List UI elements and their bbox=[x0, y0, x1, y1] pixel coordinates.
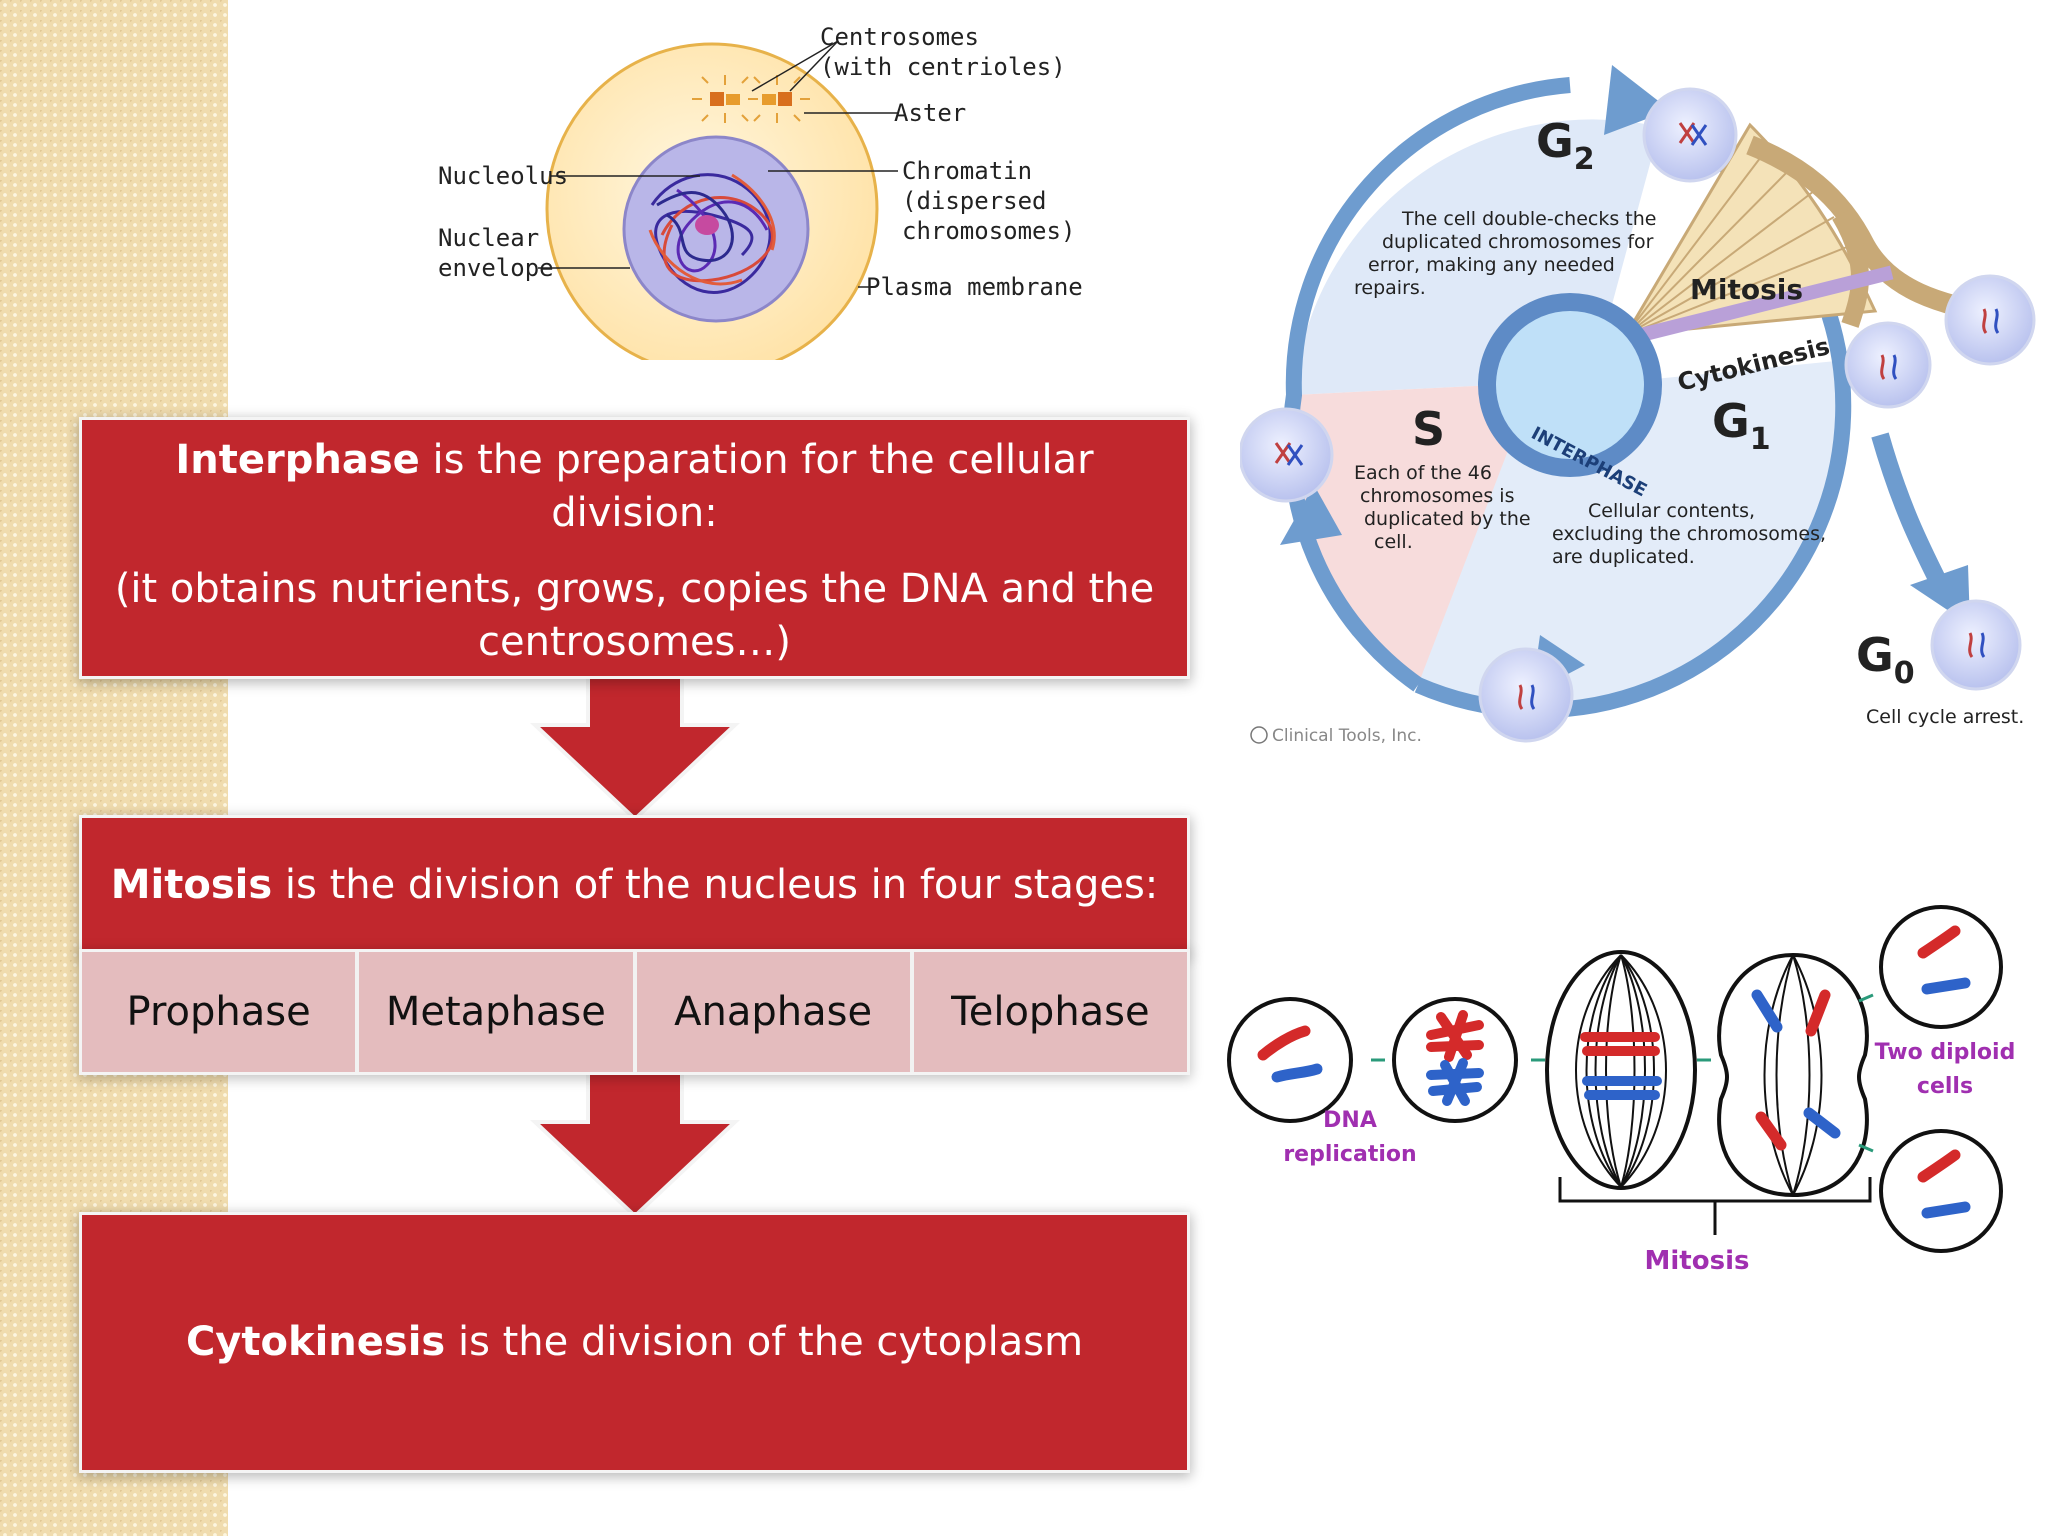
g2-subscript: 2 bbox=[1574, 142, 1595, 177]
mitosis-bracket bbox=[1558, 1177, 1872, 1235]
stage-anaphase: Anaphase bbox=[636, 952, 914, 1072]
g2-desc-2: duplicated chromosomes for bbox=[1382, 231, 1654, 253]
stage-prophase: Prophase bbox=[82, 952, 360, 1072]
g1-label: G1 bbox=[1712, 394, 1771, 457]
interphase-text-1: is the preparation for the cellular bbox=[419, 437, 1094, 483]
interphase-cell-diagram: Centrosomes (with centrioles) Aster Nucl… bbox=[438, 23, 1083, 360]
red-chromosome bbox=[1257, 1025, 1311, 1061]
flow-arrow-interphase-to-mitosis bbox=[530, 673, 740, 822]
interphase-box: Interphase is the preparation for the ce… bbox=[82, 420, 1187, 676]
anaphase-chromosomes bbox=[1751, 989, 1841, 1151]
s-sector bbox=[1290, 383, 1550, 685]
daughter-bottom-blue bbox=[1921, 1201, 1971, 1219]
flow-arrow-mitosis-to-cytokinesis bbox=[530, 1070, 740, 1219]
g0-label: G0 bbox=[1856, 628, 1915, 691]
daughter-cell-top bbox=[1879, 905, 2003, 1029]
s-desc-3: duplicated by the bbox=[1364, 508, 1531, 530]
daughter-cell-bottom bbox=[1879, 1129, 2003, 1253]
g0-subscript: 0 bbox=[1894, 656, 1915, 691]
anaphase-cell bbox=[1717, 952, 1869, 1198]
g1-desc-3: are duplicated. bbox=[1552, 546, 1695, 568]
dna-replication-label-2: replication bbox=[1283, 1142, 1416, 1167]
label-nuclear: Nuclear bbox=[438, 224, 539, 252]
two-diploid-label-2: cells bbox=[1917, 1074, 1973, 1099]
copyright-icon bbox=[1250, 726, 1268, 744]
label-centrosomes: Centrosomes bbox=[820, 23, 979, 51]
interphase-definition: Interphase is the preparation for the ce… bbox=[82, 434, 1187, 540]
s-desc-2: chromosomes is bbox=[1360, 485, 1514, 507]
label-leader-lines bbox=[538, 40, 898, 288]
mitosis-cycle-label: Mitosis bbox=[1690, 273, 1803, 306]
g2-label: G2 bbox=[1536, 114, 1595, 177]
cytokinesis-band bbox=[1628, 265, 1894, 345]
metaphase-chromosomes bbox=[1580, 1032, 1662, 1100]
mitosis-box: Mitosis is the division of the nucleus i… bbox=[82, 818, 1187, 952]
g2-desc-1: The cell double-checks the bbox=[1401, 208, 1656, 230]
cycle-chromosomes bbox=[1274, 122, 2000, 710]
centrosome-right bbox=[748, 75, 810, 123]
cytokinesis-box: Cytokinesis is the division of the cytop… bbox=[82, 1215, 1187, 1470]
daughter-bottom-red bbox=[1917, 1149, 1961, 1183]
label-chromatin: Chromatin bbox=[902, 157, 1032, 185]
s-desc-1: Each of the 46 bbox=[1354, 462, 1492, 484]
g2-desc-3: error, making any needed bbox=[1368, 254, 1615, 276]
cycle-ring-left bbox=[1282, 77, 1571, 692]
label-nucleolus: Nucleolus bbox=[438, 162, 568, 190]
nucleolus-shape bbox=[695, 215, 719, 235]
g0-arrow bbox=[1871, 432, 1949, 590]
decorative-side-strip bbox=[0, 0, 228, 1536]
daughter-top-blue bbox=[1921, 977, 1971, 995]
interphase-term: Interphase bbox=[175, 437, 420, 483]
stage-telophase: Telophase bbox=[913, 952, 1187, 1072]
g1-subscript: 1 bbox=[1750, 422, 1771, 457]
mitosis-sequence-diagram: DNA replication Mitosis Two diploid cell… bbox=[1227, 905, 2016, 1276]
stage-metaphase: Metaphase bbox=[359, 952, 637, 1072]
mitosis-sequence-label: Mitosis bbox=[1645, 1246, 1750, 1276]
g0-caption: Cell cycle arrest. bbox=[1866, 706, 2024, 728]
s-arrowhead bbox=[1280, 485, 1342, 545]
g1-desc-1: Cellular contents, bbox=[1588, 500, 1755, 522]
cytokinesis-term: Cytokinesis bbox=[185, 1319, 446, 1365]
g2-desc-4: repairs. bbox=[1354, 277, 1426, 299]
two-diploid-label-1: Two diploid bbox=[1875, 1040, 2016, 1065]
label-aster: Aster bbox=[894, 99, 966, 127]
label-plasma-membrane: Plasma membrane bbox=[866, 273, 1083, 301]
cell-cycle-diagram: G2 The cell double-checks the duplicated… bbox=[1240, 65, 2036, 746]
copyright-text: Clinical Tools, Inc. bbox=[1272, 726, 1422, 746]
mitosis-stages-row: Prophase Metaphase Anaphase Telophase bbox=[82, 952, 1187, 1072]
replicated-cell bbox=[1392, 997, 1518, 1123]
mitosis-term: Mitosis bbox=[110, 862, 273, 908]
parent-cell bbox=[1227, 997, 1353, 1123]
interphase-detail-1: (it obtains nutrients, grows, copies the… bbox=[114, 566, 1155, 612]
interphase-detail-2: centrosomes…) bbox=[477, 619, 791, 665]
g2-arrowhead bbox=[1604, 65, 1670, 135]
metaphase-cell bbox=[1545, 950, 1697, 1190]
label-with-centrioles: (with centrioles) bbox=[820, 53, 1066, 81]
label-chromosomes: chromosomes) bbox=[902, 217, 1075, 245]
interphase-hub-inner bbox=[1496, 311, 1644, 459]
interphase-detail: (it obtains nutrients, grows, copies the… bbox=[82, 563, 1187, 669]
replicated-chromosomes bbox=[1426, 1010, 1484, 1106]
interphase-text-2: division: bbox=[551, 490, 718, 536]
dna-replication-label-1: DNA bbox=[1323, 1108, 1377, 1133]
flow-arrows-split bbox=[1858, 993, 1874, 1153]
cytokinesis-text: is the division of the cytoplasm bbox=[445, 1319, 1084, 1365]
mitosis-text: is the division of the nucleus in four s… bbox=[272, 862, 1159, 908]
label-dispersed: (dispersed bbox=[902, 187, 1047, 215]
g1-desc-2: excluding the chromosomes, bbox=[1552, 523, 1826, 545]
label-envelope: envelope bbox=[438, 254, 554, 282]
s-desc-4: cell. bbox=[1374, 531, 1413, 553]
s-label: S bbox=[1412, 402, 1445, 456]
daughter-top-red bbox=[1917, 925, 1961, 959]
blue-chromosome bbox=[1271, 1063, 1323, 1083]
